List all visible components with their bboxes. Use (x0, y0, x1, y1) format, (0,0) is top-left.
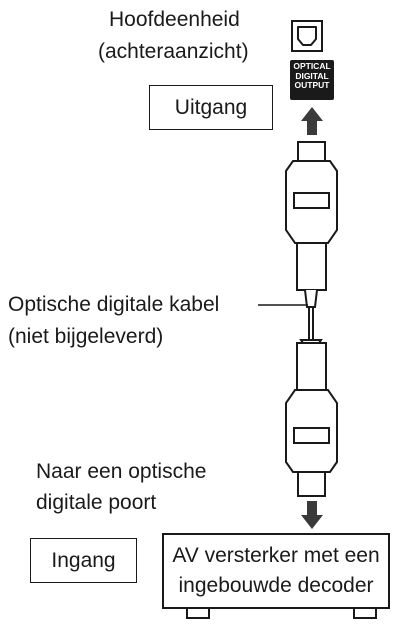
badge-line-2: DIGITAL (295, 70, 329, 81)
device-feet (186, 607, 377, 619)
cable-note: (niet bijgeleverd) (8, 325, 164, 348)
main-unit-title: Hoofdeenheid (109, 8, 240, 31)
device-label-line2: ingebouwde decoder (178, 574, 374, 597)
optical-port-icon (291, 20, 323, 52)
destination-note-line2: digitale poort (36, 491, 157, 514)
badge-line-1: OPTICAL (293, 61, 331, 71)
input-label: Ingang (30, 538, 137, 583)
cable-line (258, 304, 314, 343)
destination-note-line1: Naar een optische (36, 460, 207, 483)
badge-line-3: OUTPUT (294, 80, 330, 90)
arrow-down-icon (301, 501, 323, 529)
plug-top-icon (285, 141, 338, 308)
av-receiver-device: AV versterker met een ingebouwde decoder (162, 533, 390, 609)
output-label: Uitgang (149, 85, 273, 130)
device-label-line1: AV versterker met een (172, 544, 380, 567)
main-unit-subtitle: (achteraanzicht) (98, 40, 249, 63)
plug-bottom-icon (285, 339, 338, 497)
arrow-up-icon (301, 107, 323, 135)
cable-label: Optische digitale kabel (8, 293, 220, 316)
optical-output-badge: OPTICAL DIGITAL OUTPUT (290, 60, 334, 100)
